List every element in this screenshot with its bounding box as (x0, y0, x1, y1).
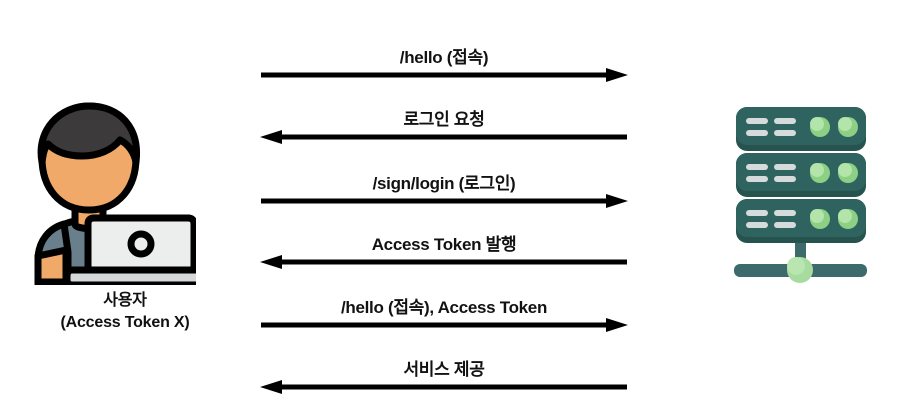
message-arrow-left-4 (260, 255, 627, 269)
message-label-4: Access Token 발행 (371, 235, 517, 254)
message-label-6: 서비스 제공 (403, 360, 485, 379)
message-arrow-right-1 (261, 68, 628, 82)
actor-user-caption: 사용자 (Access Token X) (0, 290, 250, 334)
server-rack-icon (734, 107, 867, 283)
message-arrow-right-3 (261, 194, 628, 208)
message-label-5: /hello (접속), Access Token (340, 298, 548, 317)
message-label-3: /sign/login (로그인) (372, 174, 516, 193)
message-label-1: /hello (접속) (399, 48, 489, 67)
message-arrow-right-5 (261, 318, 628, 332)
actor-user: 사용자 (Access Token X) (0, 100, 250, 350)
message-row-2: 로그인 요청 (258, 88, 630, 144)
message-arrow-left-2 (260, 130, 627, 144)
user-with-laptop-icon (16, 100, 206, 289)
message-row-1: /hello (접속) (258, 26, 630, 82)
message-label-2: 로그인 요청 (403, 110, 485, 129)
message-row-3: /sign/login (로그인) (258, 152, 630, 208)
actor-user-caption-line-1: 사용자 (103, 292, 147, 309)
message-row-6: 서비스 제공 (258, 338, 630, 394)
message-row-5: /hello (접속), Access Token (258, 276, 630, 332)
actor-user-caption-line-2: (Access Token X) (60, 314, 190, 331)
actor-server (700, 100, 900, 290)
message-arrow-left-6 (260, 380, 627, 394)
message-row-4: Access Token 발행 (258, 213, 630, 269)
